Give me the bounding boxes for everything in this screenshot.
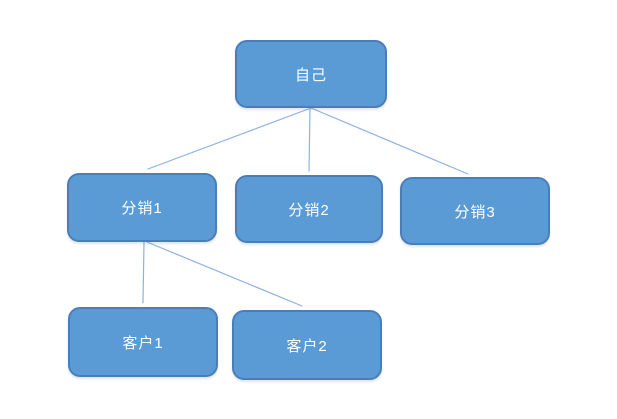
node-customer-1-label: 客户1 xyxy=(122,334,164,352)
node-customer-2-label: 客户2 xyxy=(286,337,328,355)
connector-self-dist3 xyxy=(310,107,468,174)
node-distributor-2-label: 分销2 xyxy=(288,201,330,219)
connector-self-dist1 xyxy=(148,107,312,169)
node-distributor-3-label: 分销3 xyxy=(454,203,496,221)
connector-dist1-cust2 xyxy=(146,241,302,306)
connector-dist1-cust1 xyxy=(143,241,145,303)
node-distributor-3[interactable]: 分销3 xyxy=(400,177,550,245)
connector-self-dist2 xyxy=(309,107,311,171)
node-distributor-1[interactable]: 分销1 xyxy=(67,173,217,242)
node-self-label: 自己 xyxy=(294,66,327,84)
node-distributor-2[interactable]: 分销2 xyxy=(235,175,383,243)
node-distributor-1-label: 分销1 xyxy=(121,200,163,217)
node-customer-1[interactable]: 客户1 xyxy=(68,307,218,377)
node-self[interactable]: 自己 xyxy=(235,40,387,108)
node-customer-2[interactable]: 客户2 xyxy=(232,310,382,380)
